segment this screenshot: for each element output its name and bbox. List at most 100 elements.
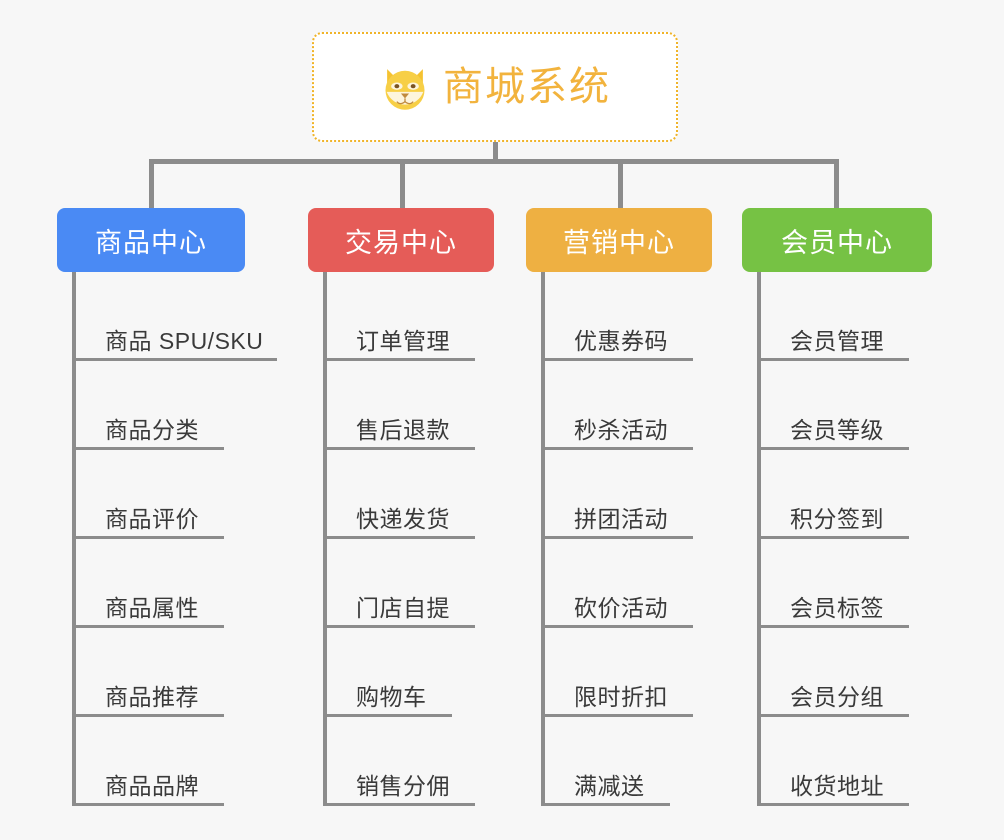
leaf-list-member: 会员管理 会员等级 积分签到 会员标签 会员分组 收货地址	[757, 272, 932, 806]
leaf-underline	[541, 536, 693, 539]
shiba-dog-face-icon	[385, 69, 425, 113]
category-header-label: 会员中心	[781, 227, 893, 258]
leaf-underline	[72, 625, 224, 628]
leaf-spine	[757, 272, 761, 806]
leaf-underline	[757, 447, 909, 450]
leaf-label: 秒杀活动	[574, 416, 668, 443]
leaf-label: 售后退款	[356, 416, 450, 443]
leaf-label: 商品推荐	[105, 683, 199, 710]
leaf-underline	[757, 536, 909, 539]
leaf-item[interactable]: 优惠券码	[541, 272, 712, 361]
leaf-item[interactable]: 砍价活动	[541, 539, 712, 628]
leaf-item[interactable]: 收货地址	[757, 717, 932, 806]
category-column-trade: 交易中心 订单管理 售后退款 快递发货 门店自提 购物车	[308, 208, 494, 806]
leaf-item[interactable]: 会员等级	[757, 361, 932, 450]
leaf-underline	[72, 358, 277, 361]
leaf-spine	[541, 272, 545, 806]
connector-root-stem	[493, 142, 498, 164]
leaf-underline	[541, 358, 693, 361]
connector-drop-3	[618, 159, 623, 209]
leaf-item[interactable]: 拼团活动	[541, 450, 712, 539]
leaf-item[interactable]: 会员管理	[757, 272, 932, 361]
leaf-item[interactable]: 订单管理	[323, 272, 494, 361]
root-node[interactable]: 商城系统	[312, 32, 678, 142]
leaf-item[interactable]: 秒杀活动	[541, 361, 712, 450]
category-header-member[interactable]: 会员中心	[742, 208, 932, 272]
leaf-item[interactable]: 售后退款	[323, 361, 494, 450]
leaf-label: 购物车	[356, 683, 427, 710]
leaf-label: 订单管理	[356, 327, 450, 354]
category-header-trade[interactable]: 交易中心	[308, 208, 494, 272]
leaf-item[interactable]: 购物车	[323, 628, 494, 717]
leaf-underline	[323, 358, 475, 361]
leaf-underline	[323, 536, 475, 539]
leaf-item[interactable]: 满减送	[541, 717, 712, 806]
leaf-item[interactable]: 商品推荐	[72, 628, 245, 717]
leaf-label: 商品品牌	[105, 772, 199, 799]
category-header-label: 商品中心	[95, 227, 207, 258]
leaf-label: 会员分组	[790, 683, 884, 710]
leaf-item[interactable]: 商品分类	[72, 361, 245, 450]
connector-drop-1	[149, 159, 154, 209]
leaf-underline	[541, 803, 670, 806]
category-header-label: 交易中心	[345, 227, 457, 258]
leaf-item[interactable]: 商品品牌	[72, 717, 245, 806]
leaf-label: 收货地址	[790, 772, 884, 799]
leaf-label: 销售分佣	[356, 772, 450, 799]
leaf-underline	[757, 625, 909, 628]
leaf-underline	[323, 803, 475, 806]
leaf-item[interactable]: 销售分佣	[323, 717, 494, 806]
leaf-underline	[323, 447, 475, 450]
leaf-underline	[72, 536, 224, 539]
leaf-underline	[541, 447, 693, 450]
leaf-list-marketing: 优惠券码 秒杀活动 拼团活动 砍价活动 限时折扣 满减送	[541, 272, 712, 806]
leaf-item[interactable]: 门店自提	[323, 539, 494, 628]
leaf-label: 门店自提	[356, 594, 450, 621]
leaf-underline	[323, 625, 475, 628]
leaf-underline	[757, 714, 909, 717]
root-title: 商城系统	[443, 65, 611, 109]
leaf-label: 限时折扣	[574, 683, 668, 710]
category-column-marketing: 营销中心 优惠券码 秒杀活动 拼团活动 砍价活动 限时折扣	[526, 208, 712, 806]
leaf-label: 会员管理	[790, 327, 884, 354]
leaf-item[interactable]: 限时折扣	[541, 628, 712, 717]
leaf-list-product: 商品 SPU/SKU 商品分类 商品评价 商品属性 商品推荐 商品品牌	[72, 272, 277, 806]
leaf-item[interactable]: 会员标签	[757, 539, 932, 628]
leaf-spine	[323, 272, 327, 806]
leaf-item[interactable]: 积分签到	[757, 450, 932, 539]
leaf-label: 商品评价	[105, 505, 199, 532]
leaf-label: 商品属性	[105, 594, 199, 621]
leaf-label: 商品分类	[105, 416, 199, 443]
leaf-label: 会员标签	[790, 594, 884, 621]
leaf-spine	[72, 272, 76, 806]
leaf-label: 砍价活动	[574, 594, 668, 621]
leaf-item[interactable]: 快递发货	[323, 450, 494, 539]
leaf-underline	[757, 358, 909, 361]
leaf-label: 拼团活动	[574, 505, 668, 532]
leaf-label: 积分签到	[790, 505, 884, 532]
category-header-marketing[interactable]: 营销中心	[526, 208, 712, 272]
leaf-underline	[541, 714, 693, 717]
connector-horizontal-bus	[149, 159, 839, 164]
leaf-underline	[72, 714, 224, 717]
connector-drop-2	[400, 159, 405, 209]
leaf-label: 商品 SPU/SKU	[105, 327, 264, 354]
leaf-item[interactable]: 商品 SPU/SKU	[72, 272, 277, 361]
leaf-item[interactable]: 会员分组	[757, 628, 932, 717]
leaf-underline	[541, 625, 693, 628]
category-header-label: 营销中心	[563, 227, 675, 258]
category-column-member: 会员中心 会员管理 会员等级 积分签到 会员标签 会员分组	[742, 208, 932, 806]
leaf-label: 会员等级	[790, 416, 884, 443]
leaf-label: 优惠券码	[574, 327, 668, 354]
leaf-list-trade: 订单管理 售后退款 快递发货 门店自提 购物车 销售分佣	[323, 272, 494, 806]
leaf-item[interactable]: 商品评价	[72, 450, 245, 539]
leaf-underline	[72, 803, 224, 806]
leaf-item[interactable]: 商品属性	[72, 539, 245, 628]
leaf-label: 快递发货	[356, 505, 450, 532]
connector-drop-4	[834, 159, 839, 209]
leaf-label: 满减送	[574, 772, 645, 799]
leaf-underline	[757, 803, 909, 806]
category-header-product[interactable]: 商品中心	[57, 208, 245, 272]
category-column-product: 商品中心 商品 SPU/SKU 商品分类 商品评价 商品属性 商品推荐	[57, 208, 277, 806]
